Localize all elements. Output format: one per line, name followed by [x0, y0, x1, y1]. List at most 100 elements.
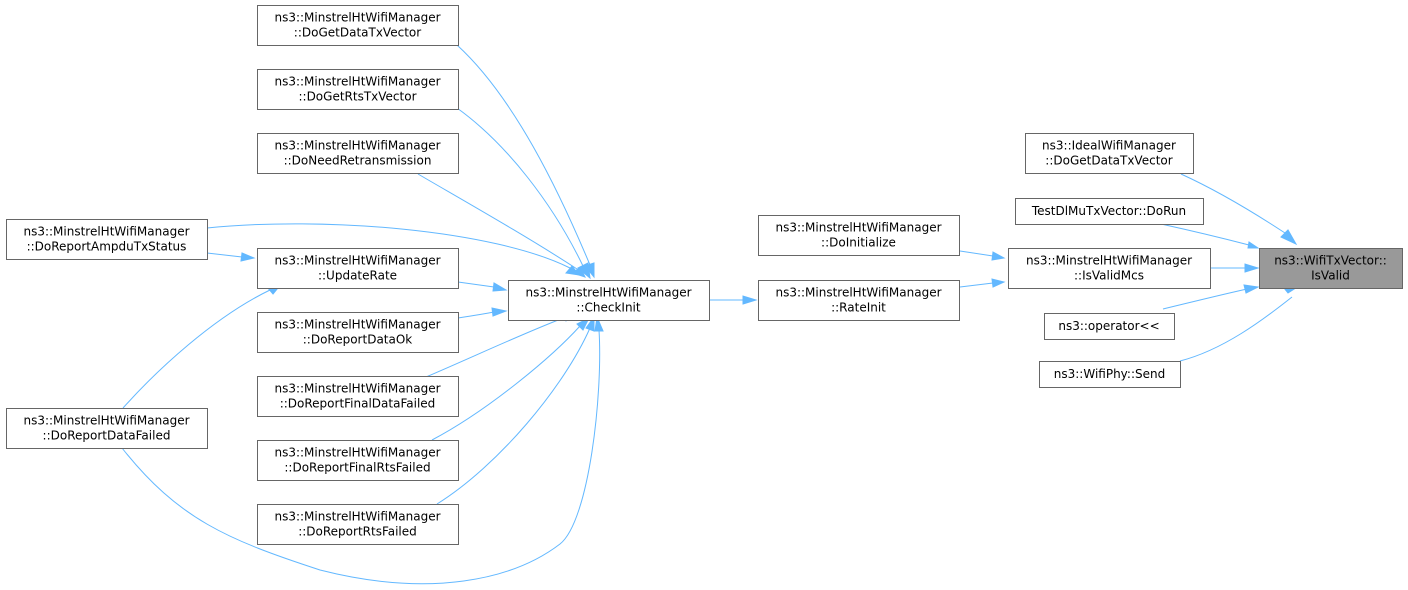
node-label-line: ::DoReportFinalDataFailed: [280, 397, 436, 411]
edge-line: [121, 329, 601, 585]
arrowhead-icon: [492, 282, 508, 292]
arrowhead-icon: [1280, 229, 1298, 246]
node-checkinit[interactable]: ns3::MinstrelHtWifiManager::CheckInit: [508, 280, 710, 321]
node-doreportampdu[interactable]: ns3::MinstrelHtWifiManager::DoReportAmpd…: [6, 219, 208, 260]
node-box: [1039, 361, 1181, 388]
node-box: [508, 280, 710, 321]
node-label-line: ::CheckInit: [576, 301, 640, 315]
node-label-line: ns3::WifiTxVector::: [1274, 254, 1387, 268]
node-label-line: ns3::IdealWifiManager: [1042, 139, 1176, 153]
edge-line: [417, 173, 578, 270]
node-label-line: TestDlMuTxVector::DoRun: [1031, 204, 1186, 218]
node-dogetrtstx[interactable]: ns3::MinstrelHtWifiManager::DoGetRtsTxVe…: [257, 69, 459, 110]
node-box: [1044, 313, 1175, 340]
node-doreportdatafailed[interactable]: ns3::MinstrelHtWifiManager::DoReportData…: [6, 408, 208, 449]
edge-line: [206, 223, 571, 269]
arrowhead-icon: [565, 265, 581, 276]
edge-line: [1160, 223, 1250, 246]
edge-doreportrts-to-checkinit: [436, 315, 595, 505]
node-box: [257, 5, 459, 46]
edge-doinitialize-to-isvalidmcs: [959, 250, 1006, 261]
edge-line: [431, 325, 581, 441]
edge-doreportampdu-to-checkinit: [206, 223, 581, 276]
node-doinitialize[interactable]: ns3::MinstrelHtWifiManager::DoInitialize: [758, 215, 960, 256]
edge-line: [959, 250, 994, 257]
node-rateinit[interactable]: ns3::MinstrelHtWifiManager::RateInit: [758, 280, 960, 321]
arrowhead-icon: [742, 295, 758, 305]
edge-testdlmu-to-iswifivalid: [1160, 223, 1260, 249]
node-label-line: ns3::MinstrelHtWifiManager: [274, 510, 440, 524]
edge-line: [122, 289, 271, 409]
node-updaterate[interactable]: ns3::MinstrelHtWifiManager::UpdateRate: [257, 248, 459, 289]
node-label-line: ::DoNeedRetransmission: [284, 154, 432, 168]
arrowhead-icon: [1243, 284, 1260, 294]
edge-line: [959, 282, 994, 288]
node-label-line: ::IsValidMcs: [1074, 269, 1144, 283]
node-testdlmu[interactable]: TestDlMuTxVector::DoRun: [1015, 198, 1204, 225]
node-label-line: ns3::operator<<: [1058, 319, 1159, 333]
node-label-line: ns3::MinstrelHtWifiManager: [274, 382, 440, 396]
edge-line: [1162, 288, 1248, 310]
edge-doreportdatafailed-to-checkinit: [121, 315, 604, 585]
edges-layer: [121, 44, 1300, 585]
edge-dogetdatatx-to-checkinit: [456, 44, 595, 279]
edge-checkinit-to-rateinit: [710, 295, 758, 305]
edge-dogetrtstx-to-checkinit: [456, 107, 591, 280]
node-box: [257, 69, 459, 110]
node-box: [6, 408, 208, 449]
node-label-line: ::DoReportDataOk: [303, 333, 413, 347]
edge-line: [457, 311, 495, 319]
arrowhead-icon: [991, 251, 1006, 261]
edge-updaterate-to-checkinit: [457, 281, 508, 292]
node-label-line: ::DoReportDataFailed: [43, 429, 171, 443]
node-box: [6, 219, 208, 260]
node-label-line: ns3::MinstrelHtWifiManager: [274, 11, 440, 25]
node-isvalidmcs[interactable]: ns3::MinstrelHtWifiManager::IsValidMcs: [1008, 248, 1211, 289]
node-label-line: IsValid: [1311, 269, 1350, 283]
node-label-line: ns3::MinstrelHtWifiManager: [274, 254, 440, 268]
node-box: [257, 376, 459, 417]
edge-isvalidmcs-to-iswifivalid: [1211, 263, 1260, 273]
node-label-line: ::RateInit: [831, 301, 886, 315]
node-dogetdatatx[interactable]: ns3::MinstrelHtWifiManager::DoGetDataTxV…: [257, 5, 459, 46]
node-label-line: ns3::MinstrelHtWifiManager: [23, 225, 189, 239]
arrowhead-icon: [991, 278, 1006, 288]
arrowhead-icon: [577, 262, 591, 280]
node-label-line: ::DoReportAmpduTxStatus: [27, 240, 187, 254]
node-label-line: ns3::MinstrelHtWifiManager: [775, 286, 941, 300]
node-label-line: ns3::MinstrelHtWifiManager: [274, 318, 440, 332]
node-doreportdataok[interactable]: ns3::MinstrelHtWifiManager::DoReportData…: [257, 312, 459, 353]
node-label-line: ns3::MinstrelHtWifiManager: [274, 75, 440, 89]
node-label-line: ::DoReportFinalRtsFailed: [284, 461, 430, 475]
node-label-line: ns3::MinstrelHtWifiManager: [274, 446, 440, 460]
node-ideal_dogetdata[interactable]: ns3::IdealWifiManager::DoGetDataTxVector: [1025, 133, 1194, 174]
node-box: [257, 248, 459, 289]
node-box: [257, 312, 459, 353]
node-doreportrts[interactable]: ns3::MinstrelHtWifiManager::DoReportRtsF…: [257, 504, 459, 545]
node-box: [1008, 248, 1211, 289]
arrowhead-icon: [1244, 263, 1260, 273]
node-doreportfinalrts[interactable]: ns3::MinstrelHtWifiManager::DoReportFina…: [257, 440, 459, 481]
node-box: [257, 504, 459, 545]
node-doreportfinaldata[interactable]: ns3::MinstrelHtWifiManager::DoReportFina…: [257, 376, 459, 417]
node-operator_lshift[interactable]: ns3::operator<<: [1044, 313, 1175, 340]
node-label-line: ::DoInitialize: [821, 236, 896, 250]
edge-wifiphy_send-to-iswifivalid: [1179, 285, 1300, 362]
edge-line: [456, 44, 591, 266]
node-iswifivalid[interactable]: ns3::WifiTxVector::IsValid: [1259, 248, 1403, 289]
edge-line: [1179, 296, 1293, 362]
node-label-line: ns3::MinstrelHtWifiManager: [1026, 254, 1192, 268]
node-doneedretx[interactable]: ns3::MinstrelHtWifiManager::DoNeedRetran…: [257, 133, 459, 174]
arrowhead-icon: [240, 252, 256, 262]
node-label-line: ns3::WifiPhy::Send: [1054, 367, 1165, 381]
node-wifiphy_send[interactable]: ns3::WifiPhy::Send: [1039, 361, 1181, 388]
node-label-line: ::UpdateRate: [318, 269, 397, 283]
edge-line: [206, 252, 243, 258]
edge-ideal_dogetdata-to-iswifivalid: [1180, 173, 1298, 246]
arrowhead-icon: [491, 307, 508, 317]
node-box: [1259, 248, 1403, 289]
node-box: [257, 440, 459, 481]
node-box: [758, 280, 960, 321]
node-label-line: ::DoGetDataTxVector: [1045, 154, 1172, 168]
